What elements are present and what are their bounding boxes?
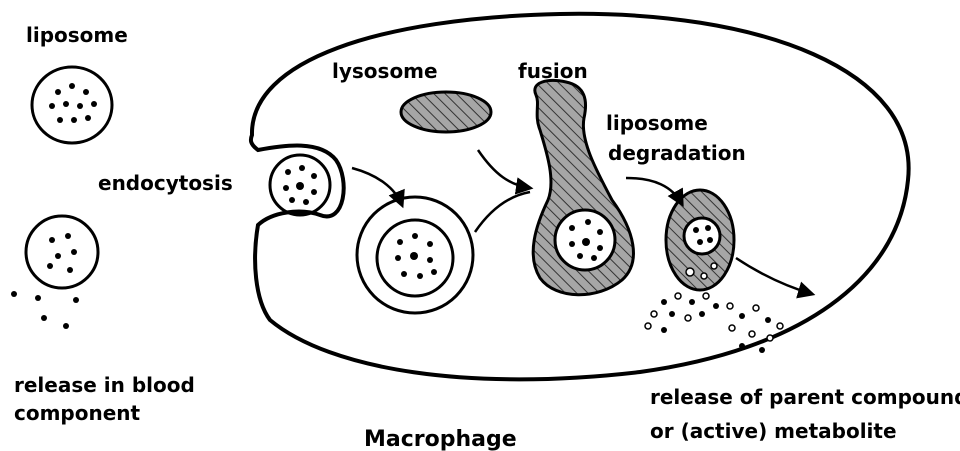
label-release-parent-line1: release of parent compound [650, 385, 960, 409]
released-metabolite-particles [645, 293, 783, 353]
liposome-releasing-in-blood [11, 216, 98, 329]
label-fusion: fusion [518, 59, 588, 83]
liposome-endocytosed [270, 155, 330, 215]
arrow-release-out [736, 258, 812, 294]
label-liposome-degradation-line2: degradation [608, 141, 746, 165]
label-endocytosis: endocytosis [98, 171, 233, 195]
label-liposome-degradation-line1: liposome [606, 111, 708, 135]
arrow-to-degradation [626, 178, 682, 204]
label-macrophage: Macrophage [364, 427, 517, 451]
liposome-degradation [666, 190, 734, 290]
label-release-blood-line1: release in blood [14, 373, 195, 397]
label-liposome: liposome [26, 23, 128, 47]
label-release-blood-line2: component [14, 401, 141, 425]
label-lysosome: lysosome [332, 59, 438, 83]
liposome-free [32, 67, 112, 143]
arrow-endosome-to-fusion [475, 192, 530, 232]
lysosome [401, 92, 491, 132]
arrow-lysosome-to-fusion [478, 150, 530, 188]
label-release-parent-line2: or (active) metabolite [650, 419, 897, 443]
endosome [357, 197, 473, 313]
